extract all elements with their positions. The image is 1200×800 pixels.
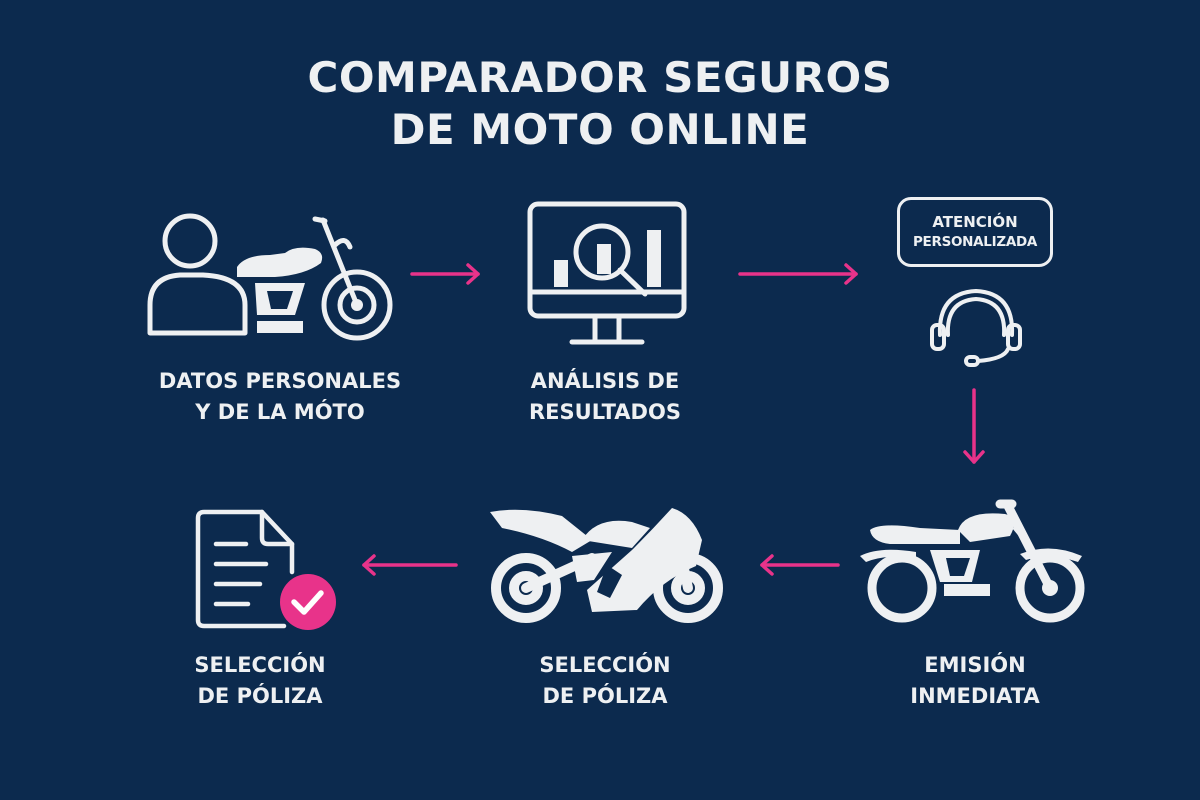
arrow-right-icon	[410, 263, 480, 285]
badge-line-1: ATENCIÓN	[932, 213, 1018, 231]
badge-line-2: PERSONALIZADA	[912, 234, 1038, 250]
headset-icon	[930, 289, 1022, 367]
classic-motorcycle-icon	[860, 499, 1085, 623]
step-1-line-1: DATOS PERSONALES	[158, 369, 402, 393]
step-2-line-1: ANÁLISIS DE	[530, 369, 680, 393]
step-5-line-2: DE PÓLIZA	[542, 684, 668, 708]
arrow-right-icon	[738, 263, 858, 285]
step-1-label: DATOS PERSONALES Y DE LA MÓTO	[130, 366, 430, 428]
step-2-label: ANÁLISIS DE RESULTADOS	[470, 366, 740, 428]
monitor-chart-magnifier-icon	[527, 201, 687, 345]
step-4-line-1: EMISIÓN	[924, 653, 1026, 677]
title-line-2: DE MOTO ONLINE	[390, 105, 810, 154]
user-and-motorcycle-icon	[147, 213, 393, 341]
arrow-down-icon	[963, 388, 985, 464]
step-2-line-2: RESULTADOS	[529, 400, 681, 424]
step-4-line-2: INMEDIATA	[910, 684, 1040, 708]
arrow-left-icon	[760, 554, 840, 576]
document-check-icon	[195, 509, 336, 630]
title-line-1: COMPARADOR SEGUROS	[307, 53, 893, 102]
step-6-line-1: SELECCIÓN	[194, 653, 326, 677]
step-5-label: SELECCIÓN DE PÓLIZA	[490, 650, 720, 712]
step-6-label: SELECCIÓN DE PÓLIZA	[150, 650, 370, 712]
step-4-label: EMISIÓN INMEDIATA	[855, 650, 1095, 712]
arrow-left-icon	[362, 554, 458, 576]
step-5-line-1: SELECCIÓN	[539, 653, 671, 677]
atencion-personalizada-badge: ATENCIÓN PERSONALIZADA	[897, 197, 1053, 267]
sport-motorcycle-icon	[490, 508, 723, 623]
step-6-line-2: DE PÓLIZA	[197, 684, 323, 708]
step-1-line-2: Y DE LA MÓTO	[195, 400, 365, 424]
page-title: COMPARADOR SEGUROS DE MOTO ONLINE	[0, 52, 1200, 156]
